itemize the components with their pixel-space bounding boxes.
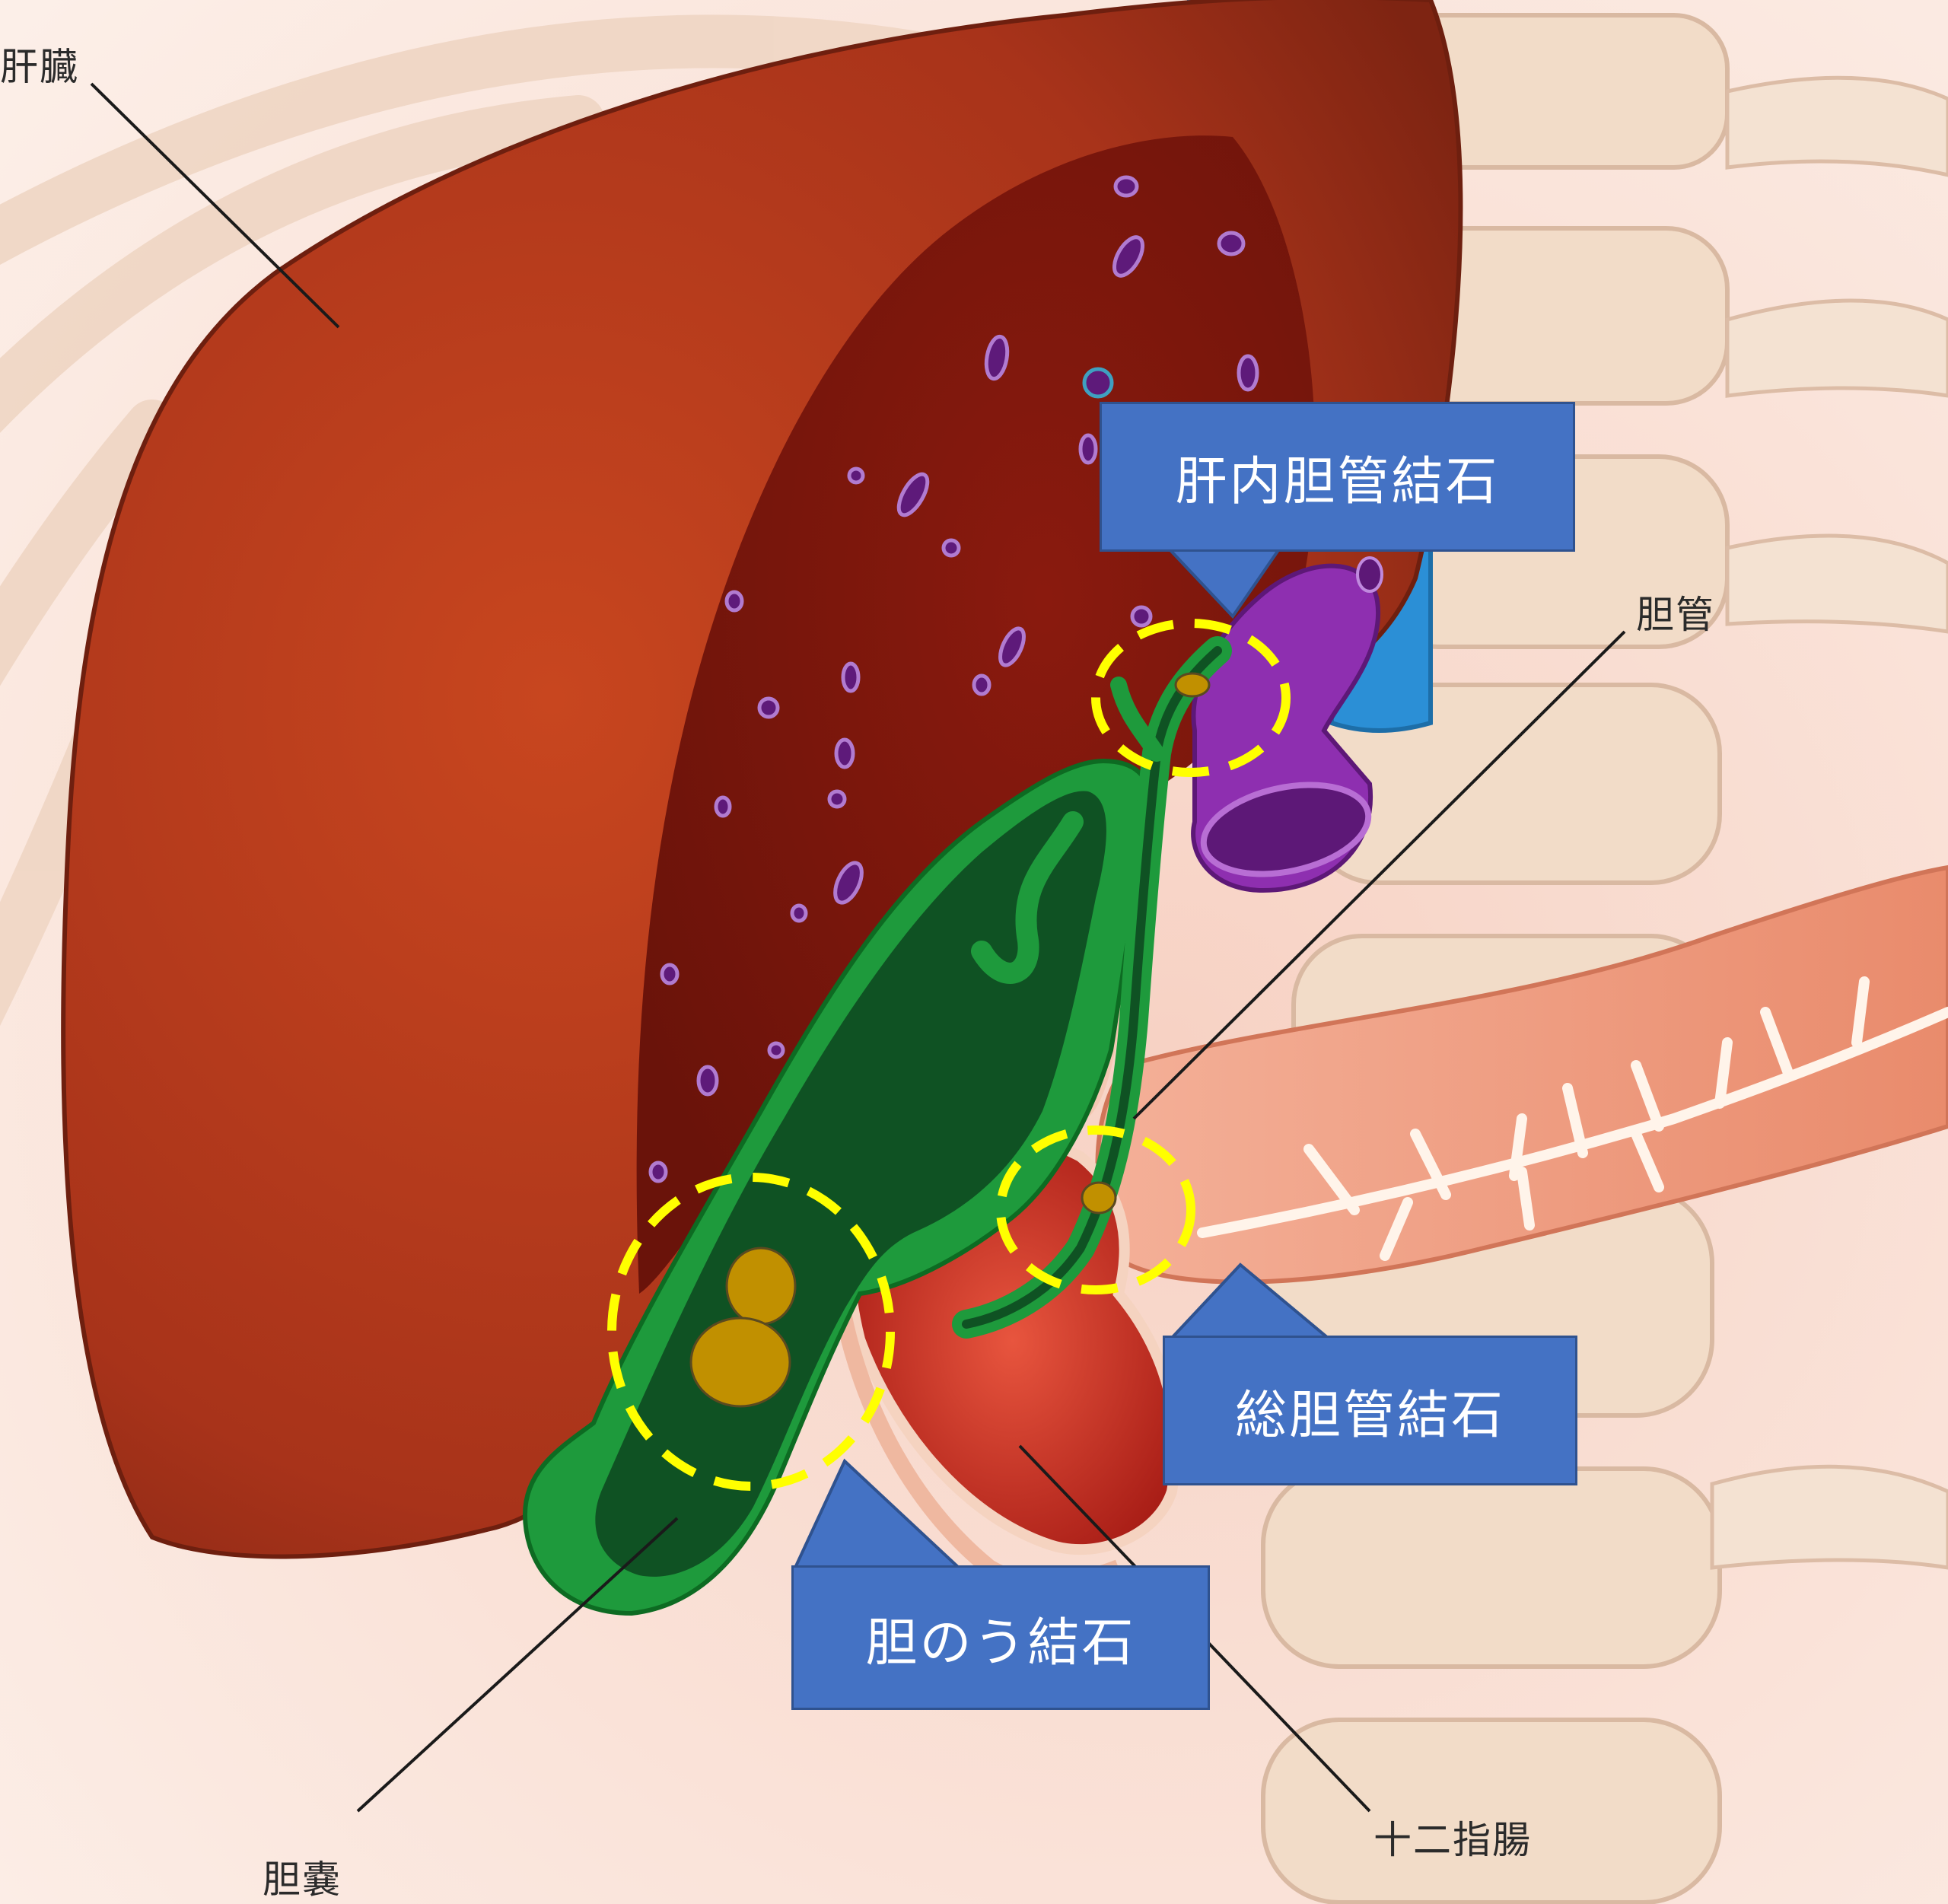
stone-gallbladder-2 <box>689 1317 791 1408</box>
stone-intrahepatic <box>1174 672 1211 698</box>
highlight-common-bile-duct <box>996 1126 1195 1294</box>
stones <box>689 672 1211 1408</box>
callout-gallbladder-stone: 胆のう結石 <box>791 1565 1210 1710</box>
portal-vein-opening <box>1200 782 1372 877</box>
pancreatic-duct <box>1197 976 1948 1261</box>
highlight-intrahepatic <box>1091 619 1291 777</box>
callout-pointers <box>792 549 1332 1569</box>
label-liver: 肝臓 <box>0 45 79 89</box>
stone-common-bile-duct <box>1081 1181 1117 1215</box>
callout-common-bile-duct-stone: 総胆管結石 <box>1163 1336 1577 1485</box>
hepatic-duct-branch <box>1110 677 1165 762</box>
label-bile-duct: 胆管 <box>1636 593 1715 637</box>
label-duodenum: 十二指腸 <box>1373 1818 1532 1862</box>
callout-intrahepatic-stone: 肝内胆管結石 <box>1100 402 1575 552</box>
gallbladder-inner-duct <box>971 811 1084 984</box>
leader-bile-duct <box>1132 630 1626 1120</box>
highlight-gallbladder <box>607 1173 895 1491</box>
highlight-circles <box>607 619 1291 1491</box>
leader-gallbladder <box>356 1517 679 1813</box>
liver-vessel-openings <box>648 175 1259 1183</box>
leader-liver <box>90 82 340 329</box>
stone-gallbladder-1 <box>725 1247 797 1326</box>
label-gallbladder: 胆嚢 <box>263 1858 342 1902</box>
